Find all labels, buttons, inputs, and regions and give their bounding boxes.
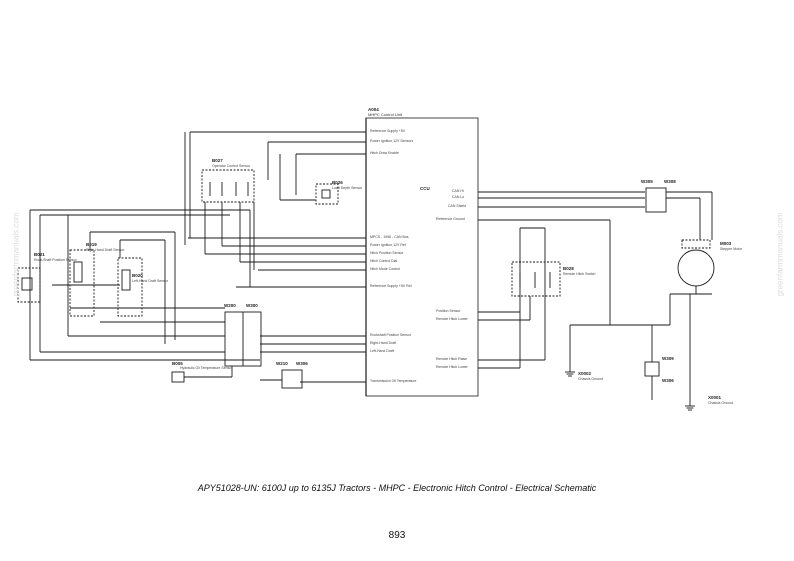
- w308-id: W308: [664, 179, 676, 184]
- a004-pin-label: Hitch Position Sensor: [370, 251, 404, 255]
- a004-pin-label: Position Sensor: [436, 309, 461, 313]
- a004-pin-label: Hitch Draw Enable: [370, 151, 399, 155]
- a004-pin-label: CAN Lo: [452, 195, 464, 199]
- x0001-name: Chassis Ground: [708, 401, 733, 405]
- m003-motor: [677, 249, 715, 287]
- a004-pin-label: Reference Supply +5V Ref: [370, 284, 412, 288]
- a004-pin-label: Rockshaft Position Sensor: [370, 333, 412, 337]
- a004-ccu: CCU: [420, 186, 430, 191]
- w306-id: W306: [296, 361, 308, 366]
- w210-id: W210: [276, 361, 288, 366]
- b021-name: Rock-Shaft Position Sensor: [34, 258, 78, 262]
- figure-caption: APY51028-UN: 6100J up to 6135J Tractors …: [197, 483, 597, 493]
- w200-id: W200: [224, 303, 236, 308]
- b019-id: B019: [86, 242, 97, 247]
- a004-pin-label: MPCS - 1996 - CAN Bus: [370, 235, 409, 239]
- watermark-right: greenfarmmanuals.com: [775, 212, 785, 297]
- m003-name: Stepper Motor: [720, 247, 743, 251]
- b021-id: B021: [34, 252, 45, 257]
- a004-pin-label: Reference Ground: [436, 217, 465, 221]
- a004-pin-label: CAN Hi: [452, 189, 464, 193]
- watermark-left: greenfarmmanuals.com: [11, 212, 21, 297]
- b021-box: [17, 267, 41, 303]
- a004-id: A004: [368, 107, 379, 112]
- a004-pin-label: Transmission Oil Temperature: [370, 379, 417, 383]
- b028-box: [511, 261, 561, 297]
- b028-id: B028: [563, 266, 574, 271]
- m003-id: M003: [720, 241, 732, 246]
- b005-id: B005: [172, 361, 183, 366]
- b019-box: [69, 249, 95, 317]
- a004-name: MHPC Control Unit: [368, 112, 403, 117]
- b027-id: B027: [212, 158, 223, 163]
- w309-id: W309: [662, 356, 674, 361]
- w309-connector: [644, 361, 660, 377]
- w305-id: W305: [641, 179, 653, 184]
- w210-connector: [281, 369, 303, 389]
- b026-box: [315, 183, 339, 205]
- x0001-id: X0001: [708, 395, 722, 400]
- b026-name: Load Depth Sensor: [332, 186, 363, 190]
- b020-box: [117, 257, 143, 317]
- b020-id: B020: [132, 273, 143, 278]
- a004-pin-label: Power Ignition 12V Ref: [370, 243, 406, 247]
- a004-pin-label: Right-Hand Draft: [370, 341, 396, 345]
- w300-id: W300: [246, 303, 258, 308]
- page-number: 893: [388, 530, 406, 541]
- a004-pin-label: Remote Hitch Lower: [436, 317, 469, 321]
- a004-box: [365, 117, 479, 397]
- a004-pin-label: Hitch Mode Control: [370, 267, 400, 271]
- b027-name: Operator Control Sensor: [212, 164, 251, 168]
- a004-pin-label: CAN Shield: [448, 204, 466, 208]
- b019-name: Right-Hand Draft Sensor: [86, 248, 125, 252]
- b026-id: B026: [332, 180, 343, 185]
- b005-box: [171, 371, 185, 383]
- w306b-id: W306: [662, 378, 674, 383]
- a004-pin-labels: Reference Supply +5V Power Ignition 12V S…: [370, 129, 469, 383]
- a004-pin-label: Remote Hitch Raise: [436, 357, 467, 361]
- b020-name: Left-Hand Draft Sensor: [132, 279, 169, 283]
- a004-pin-label: Reference Supply +5V: [370, 129, 406, 133]
- b005-name: Hydraulic Oil Temperature Sensor: [180, 366, 233, 370]
- a004-pin-label: Power Ignition 12V Sensors: [370, 139, 413, 143]
- x0002-name: Chassis Ground: [578, 377, 603, 381]
- a004-pin-label: Left-Hand Draft: [370, 349, 394, 353]
- a004-pin-label: Hitch Control Dial: [370, 259, 397, 263]
- b028-name: Remote Hitch Switch: [563, 272, 596, 276]
- x0002-id: X0002: [578, 371, 592, 376]
- a004-pin-label: Remote Hitch Lower: [436, 365, 469, 369]
- w305-connector: [645, 187, 667, 213]
- b027-box: [201, 169, 255, 203]
